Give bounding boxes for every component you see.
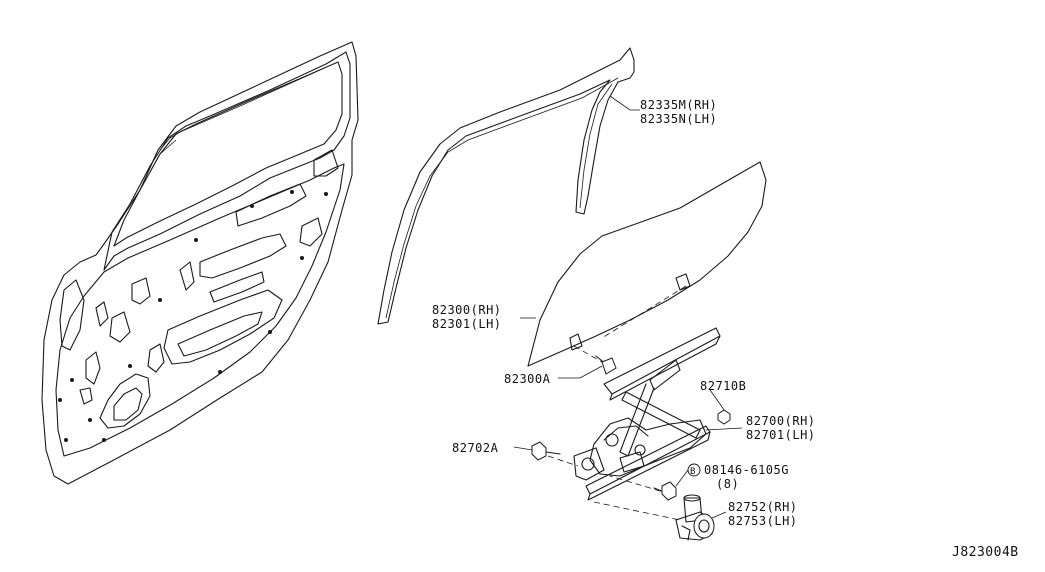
bolt-symbol-letter: B <box>690 467 696 477</box>
callout-82752-82753: 82752(RH) 82753(LH) <box>728 500 798 528</box>
label-82710b: 82710B <box>700 379 746 393</box>
callout-82335m-82335n: 82335M(RH) 82335N(LH) <box>640 98 717 126</box>
label-82335m: 82335M(RH) <box>640 98 717 112</box>
label-82752: 82752(RH) <box>728 500 798 514</box>
rear-door-panel[interactable] <box>41 41 359 485</box>
regulator-guide-line <box>547 455 579 467</box>
label-82335n: 82335N(LH) <box>640 112 717 126</box>
motor-guide-line <box>593 501 681 521</box>
label-82701: 82701(LH) <box>746 428 816 442</box>
glass-guide-line <box>573 345 603 363</box>
label-82700: 82700(RH) <box>746 414 816 428</box>
bolt-82702a[interactable] <box>531 441 561 461</box>
callout-82300a: 82300A <box>504 372 551 386</box>
callout-82710b: 82710B <box>700 379 746 393</box>
bolt-82300a[interactable] <box>595 355 617 375</box>
label-82300a: 82300A <box>504 372 551 386</box>
label-08146-qty: (8) <box>716 477 739 491</box>
label-82753: 82753(LH) <box>728 514 798 528</box>
label-82300: 82300(RH) <box>432 303 502 317</box>
label-82702a: 82702A <box>452 441 499 455</box>
glass-run-channel[interactable] <box>377 47 635 325</box>
glass-guide-line <box>601 285 687 339</box>
label-08146-6105g: 08146-6105G <box>704 463 789 477</box>
bolt-symbol-circle <box>687 463 701 477</box>
regulator-motor[interactable] <box>675 494 715 541</box>
callout-82300-82301: 82300(RH) 82301(LH) <box>432 303 502 331</box>
window-regulator[interactable] <box>573 327 721 501</box>
bolt-08146-6105g[interactable] <box>653 481 677 501</box>
leader-lines <box>513 95 743 519</box>
label-82301: 82301(LH) <box>432 317 502 331</box>
nut-82710b[interactable] <box>717 409 731 425</box>
regulator-guide-line <box>609 475 671 495</box>
callout-08146-6105g: B 08146-6105G (8) <box>687 463 789 491</box>
door-glass[interactable] <box>527 161 767 367</box>
callout-82700-82701: 82700(RH) 82701(LH) <box>746 414 816 442</box>
callout-82702a: 82702A <box>452 441 499 455</box>
diagram-id: J823004B <box>952 545 1019 560</box>
